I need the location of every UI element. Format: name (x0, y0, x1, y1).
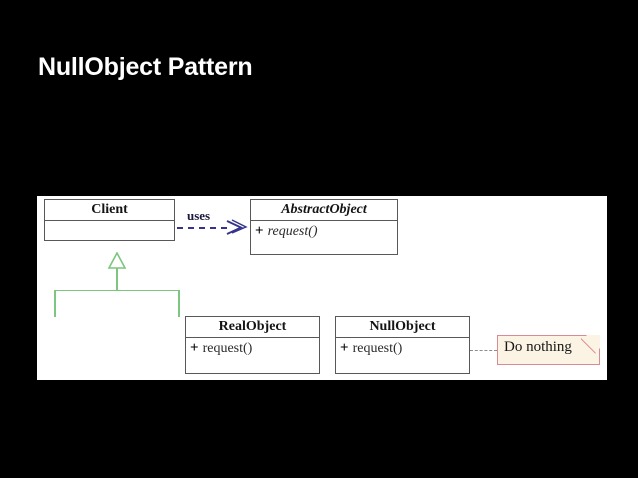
generalization-drop-real-object (54, 289, 56, 317)
uml-class-client[interactable]: Client (44, 199, 175, 241)
generalization-crossbar (54, 289, 180, 292)
dependency-arrowhead-icon (226, 219, 248, 235)
uml-class-abstract-object[interactable]: AbstractObject +request() (250, 199, 398, 255)
uml-operation-row: +request() (190, 340, 252, 357)
uml-operation-row: +request() (255, 223, 318, 240)
uml-diagram-panel: Client uses AbstractObject +request() Re… (37, 196, 607, 380)
note-text: Do nothing (504, 339, 572, 355)
note-do-nothing[interactable]: Do nothing (497, 335, 600, 365)
generalization-stem-vertical (116, 255, 118, 290)
uml-operations-abstract-object: +request() (251, 221, 397, 253)
visibility-marker: + (340, 340, 349, 356)
dependency-line-uses (177, 227, 227, 229)
visibility-marker: + (190, 340, 199, 356)
uml-operations-null-object: +request() (336, 338, 469, 372)
generalization-arrowhead-icon (107, 252, 127, 269)
uml-class-name-client: Client (45, 200, 174, 221)
page-title: NullObject Pattern (38, 53, 253, 81)
uml-operations-real-object: +request() (186, 338, 319, 372)
uml-class-name-abstract-object: AbstractObject (251, 200, 397, 221)
operation-signature: request() (267, 224, 318, 239)
uml-operations-client (45, 221, 174, 239)
uml-class-null-object[interactable]: NullObject +request() (335, 316, 470, 374)
dependency-label-uses: uses (187, 208, 211, 223)
visibility-marker: + (255, 223, 264, 239)
uml-operation-row: +request() (340, 340, 402, 357)
operation-signature: request() (352, 341, 403, 356)
uml-class-name-real-object: RealObject (186, 317, 319, 338)
uml-class-real-object[interactable]: RealObject +request() (185, 316, 320, 374)
note-anchor-line (470, 350, 497, 351)
operation-signature: request() (202, 341, 253, 356)
note-fold-edge (581, 334, 601, 354)
generalization-drop-null-object (178, 289, 180, 317)
uml-class-name-null-object: NullObject (336, 317, 469, 338)
